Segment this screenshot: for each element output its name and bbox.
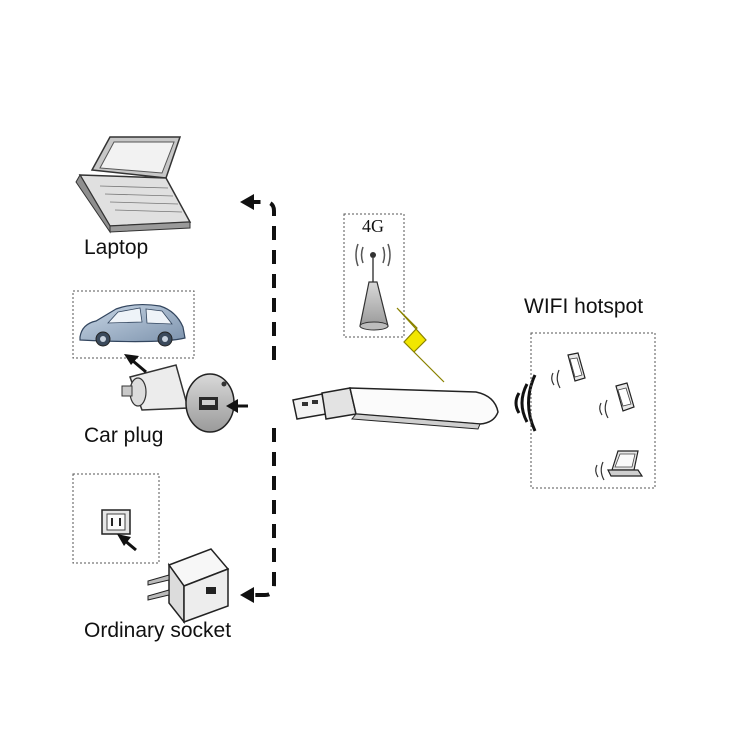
tower-box [343, 213, 405, 338]
car-plug-label: Car plug [84, 424, 164, 447]
usb-wall-adapter-icon [147, 548, 230, 625]
arrow-to-charger [226, 399, 248, 413]
car-icon [79, 303, 186, 347]
tablet-icon [599, 382, 635, 419]
wall-outlet-icon [101, 509, 131, 535]
usb-modem-icon [292, 387, 499, 430]
arrow-to-car [124, 354, 147, 374]
ordinary-socket-label: Ordinary socket [84, 619, 232, 642]
wifi-signal-icon [514, 374, 537, 432]
car-charger-icon [121, 364, 235, 433]
cell-tower-icon [355, 243, 391, 331]
laptop-icon [75, 136, 192, 234]
socket-box [72, 473, 160, 564]
hotspot-laptop-icon [595, 450, 644, 481]
laptop-label: Laptop [84, 236, 149, 259]
wifi-hotspot-label: WIFI hotspot [524, 295, 644, 318]
lightning-icon [396, 307, 445, 383]
arrow-to-outlet [117, 534, 137, 552]
hotspot-box [530, 332, 656, 489]
smartphone-icon [551, 352, 586, 389]
dashed-connector [240, 194, 276, 603]
network-4g-label: 4G [362, 216, 384, 236]
